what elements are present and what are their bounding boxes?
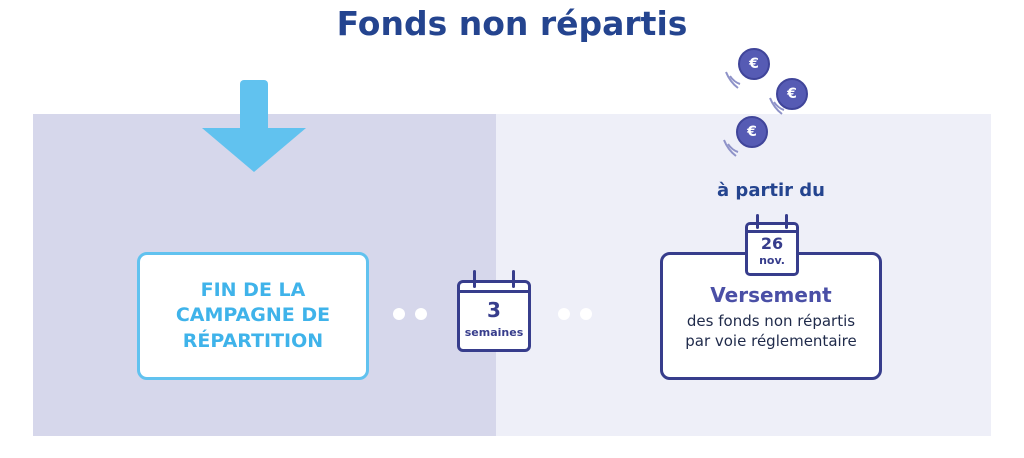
payment-description: des fonds non répartis par voie réglemen…: [685, 312, 857, 351]
euro-coin-icon: €: [736, 116, 768, 148]
connector-dots-right: [558, 308, 592, 320]
payment-title: Versement: [710, 283, 832, 307]
connector-dot: [415, 308, 427, 320]
interval-unit: semaines: [464, 326, 524, 339]
connector-dots-left: [393, 308, 427, 320]
euro-coin-icon: €: [776, 78, 808, 110]
arrow-down-icon: [202, 80, 306, 172]
connector-dot: [558, 308, 570, 320]
motion-lines: [723, 71, 785, 157]
payment-date-day: 26: [760, 234, 784, 253]
calendar-body: [457, 280, 531, 352]
calendar-ring: [785, 214, 788, 229]
connector-dot: [393, 308, 405, 320]
end-of-campaign-box: FIN DE LA CAMPAGNE DE RÉPARTITION: [137, 252, 369, 380]
payment-box: Versement des fonds non répartis par voi…: [660, 252, 882, 380]
connector-dot: [580, 308, 592, 320]
payment-date-calendar-icon: 26 nov.: [745, 214, 799, 276]
calendar-ring: [756, 214, 759, 229]
calendar-body: [745, 222, 799, 276]
end-of-campaign-label: FIN DE LA CAMPAGNE DE RÉPARTITION: [175, 278, 331, 352]
euro-coin-icon: €: [738, 48, 770, 80]
calendar-ring: [512, 270, 515, 288]
interval-calendar-icon: 3 semaines: [457, 270, 531, 352]
calendar-ring: [473, 270, 476, 288]
diagram-title: Fonds non répartis: [336, 4, 688, 43]
calendar-header: [748, 225, 796, 233]
interval-value: 3: [487, 298, 501, 322]
payment-intro: à partir du: [717, 180, 825, 201]
euro-coins-group: € € €: [722, 42, 826, 162]
payment-date-month: nov.: [759, 254, 785, 267]
calendar-header: [460, 283, 528, 293]
